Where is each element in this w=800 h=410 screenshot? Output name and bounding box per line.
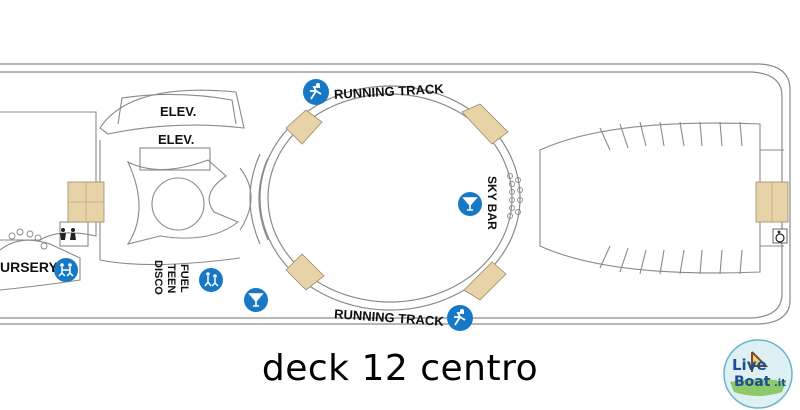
children-icon — [54, 258, 78, 282]
deck-caption: deck 12 centro — [261, 348, 539, 389]
bow-seating — [539, 121, 784, 275]
nursery-decor — [8, 228, 48, 250]
running-track-top-label: RUNNING TRACK — [334, 81, 445, 102]
cocktail-bar-icon — [458, 192, 482, 216]
brand-live: Live — [732, 356, 767, 374]
elev-lower-label: ELEV. — [158, 132, 194, 147]
restroom-icon — [60, 228, 76, 240]
wheelchair-icon — [772, 228, 788, 244]
disco-label: DISCO — [152, 260, 164, 295]
hull-outline — [0, 63, 791, 325]
dancing-people-icon — [199, 268, 223, 292]
fuel-label: FUEL — [178, 264, 190, 293]
track-stairs — [285, 103, 509, 301]
sky-bar-tables — [507, 173, 523, 219]
brand-suffix: .it — [774, 378, 786, 389]
running-track-oval — [249, 85, 521, 311]
elev-upper-label: ELEV. — [160, 104, 196, 119]
sky-bar-label: SKY BAR — [485, 176, 499, 230]
cocktail-bar-icon — [244, 288, 268, 312]
elevator-area — [99, 89, 252, 266]
running-track-icon — [303, 79, 329, 105]
port-stairs-lines — [68, 182, 104, 222]
teen-label: TEEN — [165, 264, 177, 293]
running-track-bottom-label: RUNNING TRACK — [334, 306, 445, 329]
liveboat-logo: Live Boat .it — [723, 339, 793, 409]
nursery-label: URSERY — [0, 259, 58, 275]
running-track-icon — [447, 305, 473, 331]
brand-boat: Boat — [734, 374, 771, 390]
